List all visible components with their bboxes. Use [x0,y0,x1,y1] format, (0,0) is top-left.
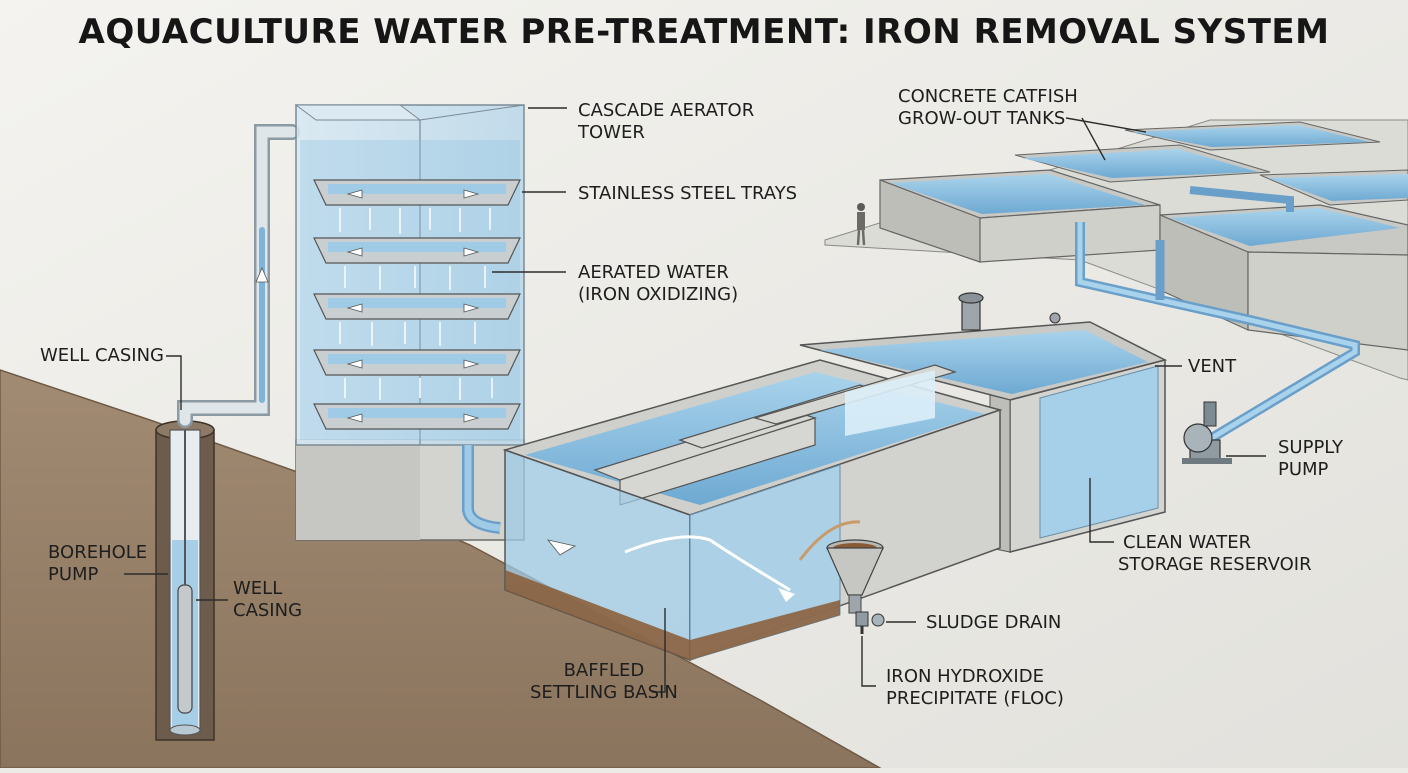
label-stainless-steel-trays: STAINLESS STEEL TRAYS [578,183,798,204]
tray [313,179,521,206]
cascade-aerator-tower [294,104,525,541]
leader-lines [124,107,1266,693]
label-aerated-water: AERATED WATER (IRON OXIDIZING) [578,262,739,305]
tray [313,293,521,320]
tray [313,237,521,264]
vent [958,292,984,331]
flow-arrows [346,189,480,423]
page-title: AQUACULTURE WATER PRE-TREATMENT: IRON RE… [78,12,1330,52]
sludge-drain-valve [855,611,885,634]
label-borehole-pump: BOREHOLE PUMP [48,542,148,585]
label-baffled-settling-basin: BAFFLED SETTLING BASIN [530,660,678,703]
person-figure [856,203,866,246]
label-clean-water-reservoir: CLEAN WATER STORAGE RESERVOIR [1118,532,1312,575]
label-iron-hydroxide: IRON HYDROXIDE PRECIPITATE (FLOC) [886,666,1064,709]
sludge-hopper [826,539,885,634]
basin-flow-arrows [546,520,861,602]
tank [1124,121,1381,151]
supply-pump [1182,401,1232,464]
stainless-steel-trays [313,179,521,430]
riser-pipe [177,124,300,428]
label-sludge-drain: SLUDGE DRAIN [926,612,1062,633]
label-well-casing-bottom: WELL CASING [233,578,303,621]
water-droplets [339,208,493,400]
tray [313,349,521,376]
label-supply-pump: SUPPLY PUMP [1278,437,1343,480]
tray [313,403,521,430]
tower-outflow-pipe [462,445,501,534]
label-vent: VENT [1188,356,1237,377]
tank [879,169,1161,263]
label-concrete-catfish-tanks: CONCRETE CATFISH GROW-OUT TANKS [898,86,1078,129]
tank [1259,169,1408,206]
label-cascade-aerator-tower: CASCADE AERATOR TOWER [578,100,755,143]
baffled-settling-basin [502,359,1003,662]
tank [1014,144,1271,183]
tank-supply-pipes [1075,186,1360,453]
label-well-casing-top: WELL CASING [40,345,164,366]
well-borehole [155,420,215,741]
